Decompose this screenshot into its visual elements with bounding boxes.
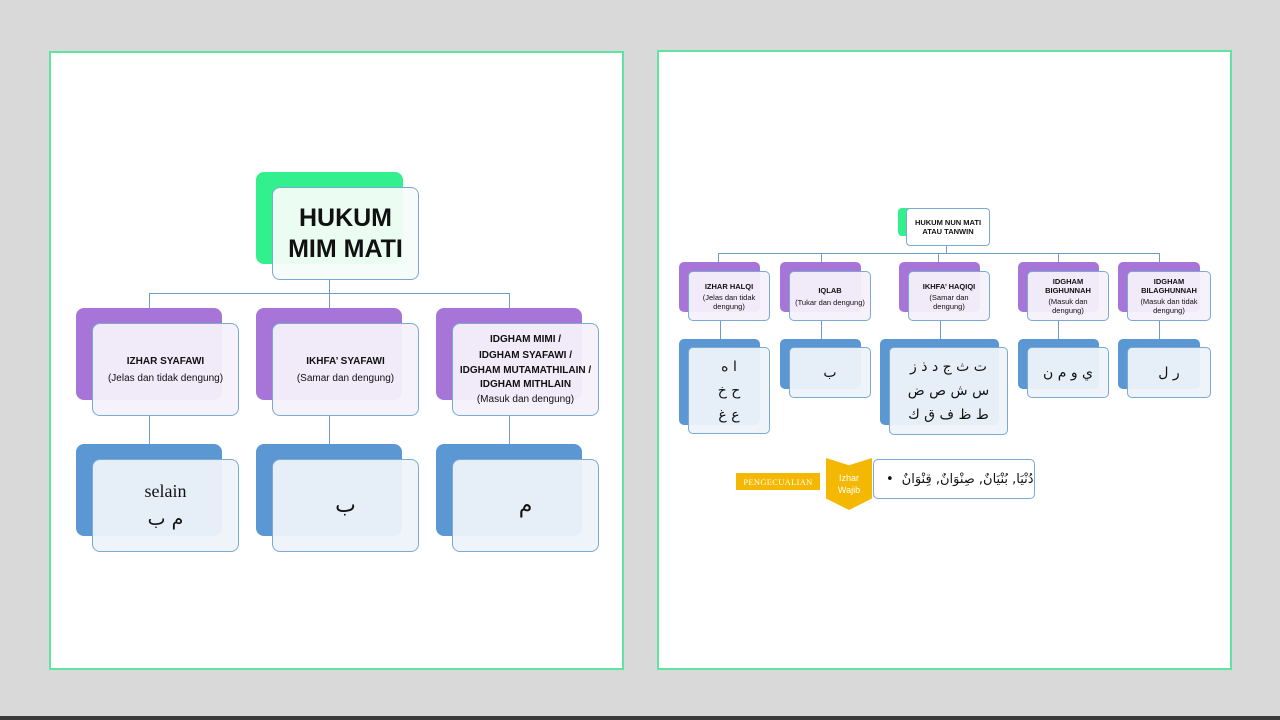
idgham-mimi-subtitle: (Masuk dan dengung)	[476, 394, 575, 405]
izhar-wajib-line1: Izhar	[838, 473, 859, 483]
ikhfa-syafawi-letters-card: ب	[272, 459, 419, 552]
izhar-syafawi-letters-line2: م ب	[147, 508, 184, 530]
iqlab-card: IQLAB (Tukar dan dengung)	[789, 271, 871, 321]
idgham-mimi-title-line3: IDGHAM MUTAMATHILAIN /	[459, 365, 592, 376]
pengecualian-tag: PENGECUALIAN	[736, 473, 820, 490]
idgham-mimi-title-line1: IDGHAM MIMI /	[489, 334, 562, 345]
izhar-halqi-title: IZHAR HALQI	[704, 281, 754, 291]
idgham-bighunnah-letters-row1: ي و م ن	[1042, 364, 1094, 381]
izhar-syafawi-letters-line1: selain	[144, 481, 187, 501]
izhar-halqi-letters-row3: ع غ	[718, 406, 740, 423]
izhar-halqi-letters-row1: ا ه	[721, 358, 737, 375]
ikhfa-haqiqi-letters-card: ت ث ج د ذ ز س ش ص ض ط ظ ف ق ك	[889, 347, 1008, 435]
izhar-syafawi-subtitle: (Jelas dan tidak dengung)	[107, 373, 224, 384]
izhar-halqi-letters-row2: ح خ	[717, 382, 741, 399]
root-title-line1: HUKUM	[298, 203, 393, 232]
nun-mati-root-card: HUKUM NUN MATI ATAU TANWIN	[906, 208, 990, 246]
izhar-halqi-letters-card: ا ه ح خ ع غ	[688, 347, 770, 434]
ikhfa-haqiqi-sub2: dengung)	[933, 301, 965, 311]
ikhfa-syafawi-letters-line1: ب	[335, 493, 356, 518]
izhar-wajib-examples-box: • دُنْيَا, بُنْيَانٌ, صِنْوَانٌ, قِنْوَا…	[873, 459, 1035, 499]
idgham-bighunnah-sub1: (Masuk dan	[1048, 297, 1088, 306]
ikhfa-haqiqi-sub1: (Samar dan	[929, 292, 969, 302]
idgham-mimi-title-line4: IDGHAM MITHLAIN	[479, 379, 572, 390]
idgham-bilaghunnah-letters-card: ر ل	[1127, 347, 1211, 398]
iqlab-letters-card: ب	[789, 347, 871, 398]
root-card: HUKUM MIM MATI	[272, 187, 419, 280]
idgham-bighunnah-card: IDGHAM BIGHUNNAH (Masuk dan dengung)	[1027, 271, 1109, 321]
idgham-bilaghunnah-card: IDGHAM BILAGHUNNAH (Masuk dan tidak deng…	[1127, 271, 1211, 321]
nun-mati-title-line2: ATAU TANWIN	[922, 227, 974, 236]
ikhfa-syafawi-card: IKHFA’ SYAFAWI (Samar dan dengung)	[272, 323, 419, 416]
bullet-point: •	[886, 471, 894, 487]
ikhfa-syafawi-title: IKHFA’ SYAFAWI	[306, 356, 385, 367]
idgham-bilaghunnah-sub1: (Masuk dan tidak	[1140, 297, 1198, 306]
izhar-halqi-sub2: dengung)	[713, 301, 745, 311]
izhar-halqi-card: IZHAR HALQI (Jelas dan tidak dengung)	[688, 271, 770, 321]
izhar-wajib-chevron: Izhar Wajib	[826, 458, 872, 510]
ikhfa-haqiqi-letters-row3: ط ظ ف ق ك	[908, 407, 989, 423]
idgham-mimi-letters-line1: م	[518, 493, 533, 518]
idgham-mimi-letters-card: م	[452, 459, 599, 552]
idgham-bighunnah-title2: BIGHUNNAH	[1045, 286, 1091, 295]
ikhfa-haqiqi-letters-row1: ت ث ج د ذ ز	[910, 359, 987, 375]
ikhfa-haqiqi-card: IKHFA’ HAQIQI (Samar dan dengung)	[908, 271, 990, 321]
idgham-bilaghunnah-title2: BILAGHUNNAH	[1141, 286, 1197, 295]
izhar-halqi-sub1: (Jelas dan tidak	[702, 292, 756, 302]
idgham-bilaghunnah-sub2: dengung)	[1153, 306, 1185, 315]
ikhfa-haqiqi-letters-row2: س ش ص ض	[907, 383, 990, 399]
idgham-bighunnah-sub2: dengung)	[1052, 306, 1084, 315]
ikhfa-haqiqi-title: IKHFA’ HAQIQI	[922, 281, 976, 291]
iqlab-letters-row1: ب	[823, 364, 837, 381]
izhar-wajib-line2: Wajib	[837, 485, 861, 495]
idgham-mimi-card: IDGHAM MIMI / IDGHAM SYAFAWI / IDGHAM MU…	[452, 323, 599, 416]
idgham-bilaghunnah-title1: IDGHAM	[1153, 277, 1185, 286]
root-title-line2: MIM MATI	[288, 234, 403, 263]
idgham-bighunnah-letters-card: ي و م ن	[1027, 347, 1109, 398]
idgham-mimi-title-line2: IDGHAM SYAFAWI /	[479, 350, 572, 361]
iqlab-sub1: (Tukar dan dengung)	[795, 297, 865, 307]
izhar-syafawi-title: IZHAR SYAFAWI	[126, 356, 205, 367]
ikhfa-syafawi-subtitle: (Samar dan dengung)	[296, 373, 395, 384]
izhar-syafawi-letters-card: selain م ب	[92, 459, 239, 552]
nun-mati-title-line1: HUKUM NUN MATI	[914, 218, 982, 227]
idgham-bighunnah-title1: IDGHAM	[1052, 277, 1084, 286]
bottom-edge-bar	[0, 716, 1280, 720]
izhar-syafawi-card: IZHAR SYAFAWI (Jelas dan tidak dengung)	[92, 323, 239, 416]
idgham-bilaghunnah-letters-row1: ر ل	[1158, 364, 1180, 381]
izhar-wajib-words: دُنْيَا, بُنْيَانٌ, صِنْوَانٌ, قِنْوَانٌ	[901, 471, 1034, 487]
iqlab-title: IQLAB	[818, 285, 842, 295]
